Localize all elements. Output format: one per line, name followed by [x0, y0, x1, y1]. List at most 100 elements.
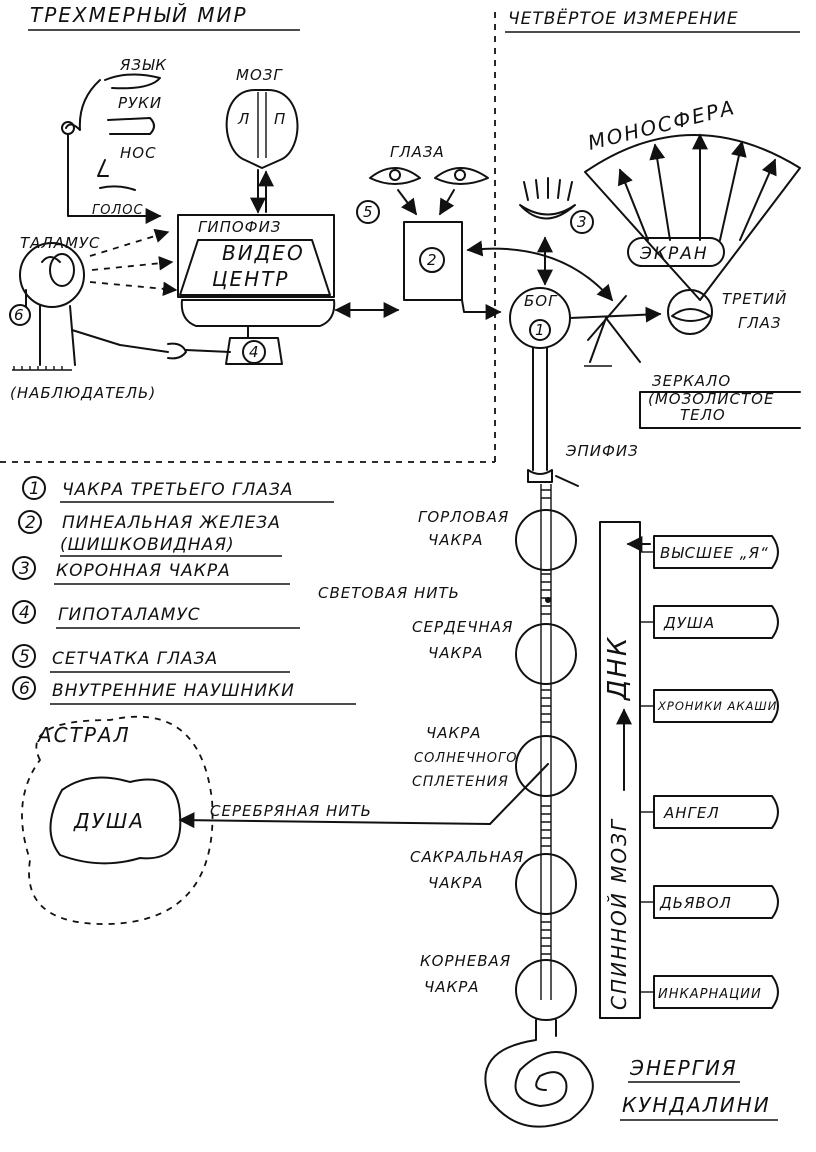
hand-icon	[107, 117, 155, 135]
mirror-label-3: ТЕЛО	[680, 406, 726, 424]
legend-item-6: 6 ВНУТРЕННИЕ НАУШНИКИ	[12, 676, 356, 705]
pineal-to-god-arrow	[461, 299, 502, 320]
dna-label: ДНК	[603, 636, 633, 701]
right-pupil	[454, 169, 466, 181]
svg-text:ДЬЯВОЛ: ДЬЯВОЛ	[659, 894, 732, 912]
soul-label: ДУША	[73, 809, 145, 833]
thalamus-icon	[41, 256, 61, 263]
god-stalk	[532, 347, 548, 471]
left-eye-icon	[369, 167, 421, 185]
thalamus-dash-2	[91, 256, 174, 271]
marker-3	[570, 210, 594, 234]
legend-item-2: 2 ПИНЕАЛЬНАЯ ЖЕЛЕЗА (ШИШКОВИДНАЯ)	[18, 510, 282, 557]
spine-rungs	[541, 489, 551, 955]
marker-4-label: 4	[249, 343, 260, 361]
mono-ray-4	[719, 140, 747, 241]
observer-hand-icon	[167, 342, 187, 360]
marker-2	[419, 247, 445, 273]
mirror-label-2: (МОЗОЛИСТОЕ	[648, 390, 774, 408]
marker-5	[356, 200, 380, 224]
throat-label-1: ГОРЛОВАЯ	[418, 508, 509, 526]
svg-text:4: 4	[19, 603, 31, 623]
svg-text:ВНУТРЕННИЕ НАУШНИКИ: ВНУТРЕННИЕ НАУШНИКИ	[52, 681, 295, 701]
monosphere-label: МОНОСФЕРА	[585, 95, 738, 155]
dna-box-incarnations: ИНКАРНАЦИИ	[640, 975, 779, 1009]
marker-4	[242, 340, 266, 364]
voice-label: ГОЛОС	[92, 203, 144, 218]
svg-text:СЕТЧАТКА ГЛАЗА: СЕТЧАТКА ГЛАЗА	[52, 649, 218, 669]
spinal-cord-box	[599, 521, 641, 1019]
dna-box-higher-self: ВЫСШЕЕ „Я“	[640, 535, 779, 569]
tongue-icon	[104, 73, 161, 90]
throat-chakra	[515, 509, 577, 571]
observer-group: ТАЛАМУС 6 (НАБЛЮДАТЕЛЬ)	[9, 228, 231, 402]
crown-chakra-icon	[519, 204, 576, 220]
screen-label: ЭКРАН	[639, 244, 709, 264]
legend-group: 1 ЧАКРА ТРЕТЬЕГО ГЛАЗА 2 ПИНЕАЛЬНАЯ ЖЕЛЕ…	[12, 476, 356, 705]
hypophysis-box	[177, 214, 335, 298]
mono-ray-5	[739, 158, 777, 241]
spinal-cord-label: СПИННОЙ МОЗГ	[607, 818, 631, 1010]
kundalini-name-label: КУНДАЛИНИ	[622, 1093, 771, 1117]
legend-item-3: 3 КОРОННАЯ ЧАКРА	[12, 556, 290, 585]
epiphysis-icon	[527, 469, 553, 483]
hypothalamus-icon	[225, 337, 283, 365]
video-center-label-2: ЦЕНТР	[212, 267, 289, 291]
marker-6	[9, 304, 31, 326]
svg-text:ХРОНИКИ АКАШИ: ХРОНИКИ АКАШИ	[657, 699, 777, 713]
pineal-group: 2	[403, 221, 614, 320]
astral-group: АСТРАЛ ДУША	[21, 715, 214, 925]
dna-box-akashic: ХРОНИКИ АКАШИ	[640, 689, 779, 723]
svg-text:5: 5	[19, 647, 31, 667]
third-eye-label-1: ТРЕТИЙ	[722, 289, 787, 308]
solar-label-1: ЧАКРА	[426, 724, 482, 742]
observer-label: (НАБЛЮДАТЕЛЬ)	[10, 384, 156, 402]
soul-blob	[49, 776, 182, 865]
monosphere-fan	[584, 134, 801, 301]
kundalini-spiral	[484, 1019, 594, 1128]
ground-hatch	[12, 366, 72, 371]
svg-text:АНГЕЛ: АНГЕЛ	[663, 804, 720, 822]
mono-ray-1	[617, 168, 649, 241]
mirror-label-1: ЗЕРКАЛО	[652, 372, 731, 390]
mirror-group: ЗЕРКАЛО (МОЗОЛИСТОЕ ТЕЛО	[584, 295, 801, 429]
observer-head	[19, 242, 85, 308]
solar-chakra	[515, 735, 577, 797]
silver-thread-label: СЕРЕБРЯНАЯ НИТЬ	[210, 802, 372, 820]
observer-arm	[71, 329, 169, 353]
marker-1-label: 1	[535, 321, 546, 339]
svg-text:2: 2	[25, 513, 37, 533]
solar-label-3: СПЛЕТЕНИЯ	[412, 774, 509, 790]
god-to-third-eye-arrow	[569, 306, 662, 323]
mouth-icon	[99, 185, 136, 191]
heart-chakra	[515, 623, 577, 685]
brain-left-label: Л	[237, 110, 250, 128]
nose-icon	[97, 159, 109, 177]
video-center-group: ГИПОФИЗ ВИДЕО ЦЕНТР 4	[177, 214, 400, 365]
mirror-bracket	[639, 391, 801, 429]
astral-label: АСТРАЛ	[36, 723, 131, 747]
senses-group: ЯЗЫК РУКИ НОС ГОЛОС	[61, 56, 166, 224]
thalamus-dash-1	[89, 228, 170, 257]
third-eye-circle	[667, 289, 713, 335]
sacral-label-1: САКРАЛЬНАЯ	[410, 848, 524, 866]
mono-ray-2	[649, 143, 671, 241]
svg-text:ЧАКРА ТРЕТЬЕГО ГЛАЗА: ЧАКРА ТРЕТЬЕГО ГЛАЗА	[62, 480, 293, 500]
hand-rod	[185, 349, 231, 353]
brain-label: МОЗГ	[236, 66, 283, 84]
crown-rays	[523, 177, 573, 201]
solar-label-2: СОЛНЕЧНОГО	[414, 751, 517, 766]
senses-node	[61, 121, 75, 135]
hypophysis-label: ГИПОФИЗ	[198, 218, 281, 236]
observer-ear	[49, 253, 75, 287]
nose-label: НОС	[120, 144, 157, 162]
legend-item-1: 1 ЧАКРА ТРЕТЬЕГО ГЛАЗА	[22, 476, 334, 503]
dna-box-angel: АНГЕЛ	[640, 795, 779, 829]
eyes-group: ГЛАЗА 5	[356, 143, 489, 224]
god-label: БОГ	[524, 292, 558, 310]
eyes-label: ГЛАЗА	[390, 143, 445, 161]
svg-text:1: 1	[29, 479, 41, 499]
heart-label-2: ЧАКРА	[428, 644, 484, 662]
